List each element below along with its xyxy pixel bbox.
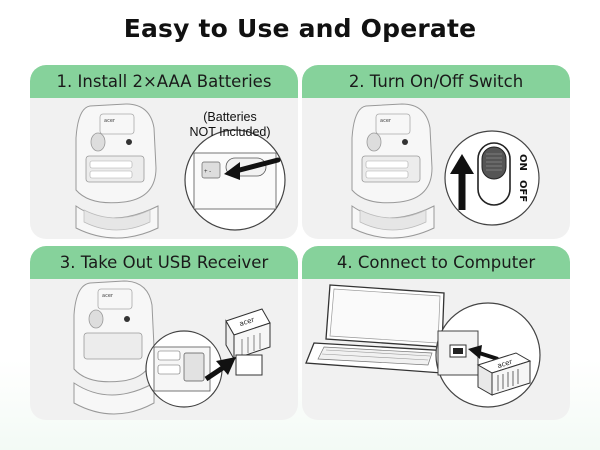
svg-text:acer: acer (380, 118, 392, 124)
step-header: 1. Install 2×AAA Batteries (30, 65, 298, 98)
mouse-underside-icon: acer acer (73, 280, 271, 415)
step-illustration: acer acer (30, 279, 298, 420)
svg-text:acer: acer (102, 293, 114, 299)
usb-receiver-icon: acer (225, 308, 271, 376)
step-card-install-batteries: 1. Install 2×AAA Batteries acer + - (30, 65, 298, 239)
mouse-underside-icon: acer ON OFF (351, 103, 540, 239)
page-title: Easy to Use and Operate (123, 14, 477, 43)
switch-on-label: ON (517, 154, 528, 171)
step-card-power-switch: 2. Turn On/Off Switch acer (302, 65, 570, 239)
svg-text:acer: acer (104, 118, 116, 124)
step-header: 2. Turn On/Off Switch (302, 65, 570, 98)
laptop-icon: acer (305, 284, 541, 408)
step-header: 4. Connect to Computer (302, 246, 570, 279)
step-illustration: acer (302, 279, 570, 420)
step-card-usb-receiver: 3. Take Out USB Receiver acer (30, 246, 298, 420)
batteries-note: (Batteries NOT Included) (189, 110, 271, 139)
mouse-underside-icon: acer + - (75, 103, 286, 239)
step-header: 3. Take Out USB Receiver (30, 246, 298, 279)
step-illustration: acer + - (Batteries NOT Included) (30, 98, 298, 239)
usb-receiver-icon: acer (476, 352, 532, 396)
svg-text:+ -: + - (204, 169, 211, 175)
step-card-connect-computer: 4. Connect to Computer (302, 246, 570, 420)
switch-off-label: OFF (517, 180, 528, 202)
step-illustration: acer ON OFF (302, 98, 570, 239)
